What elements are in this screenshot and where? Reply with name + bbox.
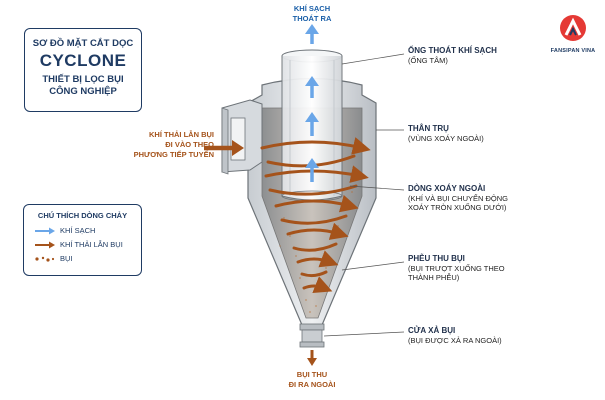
inlet-label-line-1: KHÍ THẢI LẪN BỤI <box>149 130 214 139</box>
legend-item-label: KHÍ SẠCH <box>60 226 96 235</box>
annotation-hopper: PHỄU THU BỤI (BỤI TRƯỢT XUỐNG THEO THÀNH… <box>408 254 505 283</box>
legend-item-label: BỤI <box>60 254 73 263</box>
logo: FANSIPAN VINA <box>548 14 598 60</box>
logo-icon <box>560 15 586 41</box>
title-line-1: SƠ ĐỒ MẶT CẮT DỌC <box>32 38 134 49</box>
dust-outlet <box>301 329 323 343</box>
top-label: KHÍ SẠCH THOÁT RA <box>272 4 352 23</box>
legend-title: CHÚ THÍCH DÒNG CHẢY <box>37 211 128 220</box>
legend-item-clean-air: KHÍ SẠCH <box>34 226 95 235</box>
legend-item-dirty-air: KHÍ THẢI LẪN BỤI <box>34 240 123 249</box>
annotation-cylinder: THÂN TRỤ (VÙNG XOÁY NGOÀI) <box>408 124 484 143</box>
annotation-outlet-pipe-title: ỐNG THOÁT KHÍ SẠCH <box>408 46 497 55</box>
bottom-label-line-2: ĐI RA NGOÀI <box>288 380 336 389</box>
annotation-outer-vortex: DÒNG XOÁY NGOÀI (KHÍ VÀ BỤI CHUYỂN ĐỘNG … <box>408 184 508 213</box>
annotation-outlet-pipe: ỐNG THOÁT KHÍ SẠCH (ỐNG TÂM) <box>408 46 497 65</box>
annotation-outer-vortex-desc-1: (KHÍ VÀ BỤI CHUYỂN ĐỘNG <box>408 193 509 203</box>
dust-outlet-flange <box>299 323 325 331</box>
top-label-line-1: KHÍ SẠCH <box>293 4 331 13</box>
top-label-line-2: THOÁT RA <box>292 13 332 23</box>
annotation-hopper-desc-1: (BỤI TRƯỢT XUỐNG THEO <box>408 263 505 273</box>
dust-dots-icon <box>35 256 55 262</box>
inlet-label-line-3: PHƯƠNG TIẾP TUYẾN <box>133 150 214 159</box>
title-line-3: THIẾT BỊ LỌC BỤI <box>42 74 124 85</box>
annotation-hopper-desc-2: THÀNH PHỄU) <box>408 273 460 282</box>
annotation-hopper-title: PHỄU THU BỤI <box>408 254 465 263</box>
legend-item-dust: BỤI <box>34 254 73 263</box>
annotation-cylinder-desc: (VÙNG XOÁY NGOÀI) <box>408 133 484 143</box>
title-line-4: CÔNG NGHIỆP <box>49 86 117 97</box>
leader-lines <box>323 53 405 337</box>
annotation-cylinder-title: THÂN TRỤ <box>408 124 449 133</box>
logo-text: FANSIPAN VINA <box>550 48 596 54</box>
bottom-label: BỤI THU ĐI RA NGOÀI <box>272 370 352 390</box>
annotation-dust-outlet: CỬA XẢ BỤI (BỤI ĐƯỢC XẢ RA NGOÀI) <box>408 326 502 345</box>
legend: CHÚ THÍCH DÒNG CHẢY KHÍ SẠCH KHÍ THẢI LẪ… <box>23 204 142 276</box>
legend-item-label: KHÍ THẢI LẪN BỤI <box>60 240 123 249</box>
annotation-outlet-pipe-desc: (ỐNG TÂM) <box>408 55 448 65</box>
bottom-label-line-1: BỤI THU <box>296 370 328 379</box>
annotation-outer-vortex-title: DÒNG XOÁY NGOÀI <box>408 184 486 193</box>
inlet-label: KHÍ THẢI LẪN BỤI ĐI VÀO THEO PHƯƠNG TIẾP… <box>116 130 214 160</box>
inlet-label-line-2: ĐI VÀO THEO <box>165 140 214 149</box>
annotation-dust-outlet-desc: (BỤI ĐƯỢC XẢ RA NGOÀI) <box>408 335 502 345</box>
brown-arrow-icon <box>35 241 55 249</box>
annotation-outer-vortex-desc-2: XOÁY TRÒN XUỐNG DƯỚI) <box>408 203 507 212</box>
annotation-dust-outlet-title: CỬA XẢ BỤI <box>408 326 456 335</box>
title-box: SƠ ĐỒ MẶT CẮT DỌC CYCLONE THIẾT BỊ LỌC B… <box>24 28 142 112</box>
title-line-2: CYCLONE <box>39 51 127 70</box>
blue-arrow-icon <box>35 227 55 235</box>
